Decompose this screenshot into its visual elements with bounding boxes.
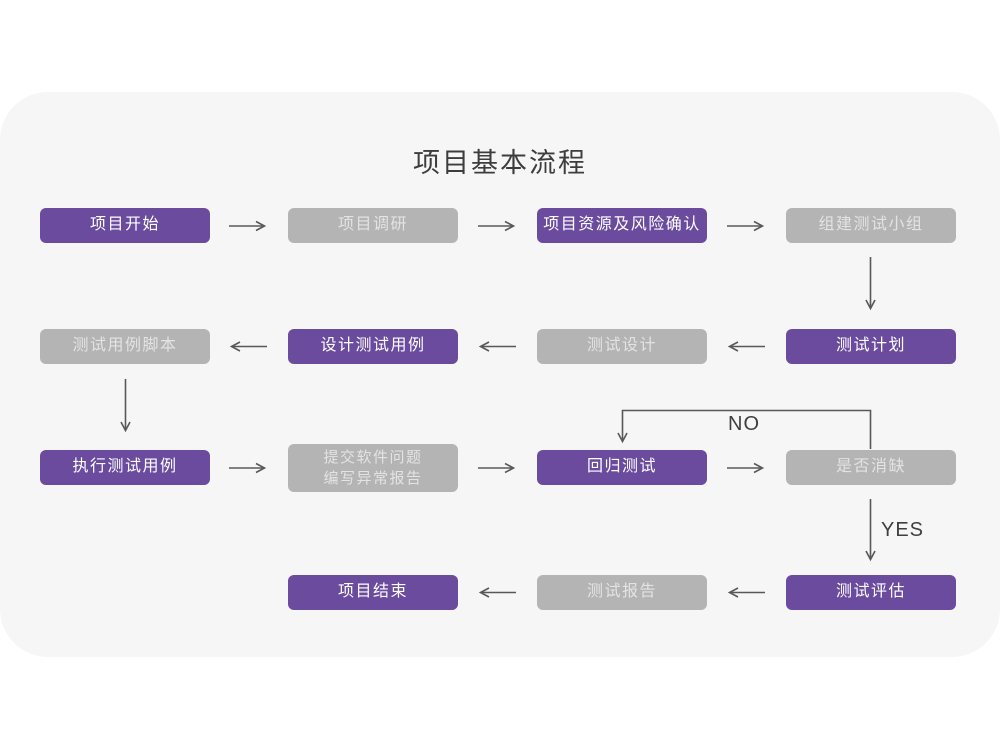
submit-issues-line-1: 提交软件问题 (323, 449, 423, 466)
branch-label-no: NO (728, 413, 760, 435)
branch-label-yes: YES (881, 519, 925, 541)
flow-node-execute-test-cases: 执行测试用例 (40, 450, 210, 485)
flow-node-project-survey: 项目调研 (288, 208, 458, 243)
flowchart-card (0, 92, 1000, 657)
flow-node-build-test-team: 组建测试小组 (786, 208, 956, 243)
flow-node-test-evaluation: 测试评估 (786, 575, 956, 610)
flow-node-project-end: 项目结束 (288, 575, 458, 610)
flow-node-submit-issues-report: 提交软件问题 编写异常报告 (288, 444, 458, 492)
flow-node-defect-cleared-check: 是否消缺 (786, 450, 956, 485)
submit-issues-line-2: 编写异常报告 (323, 470, 423, 487)
flowchart-title: 项目基本流程 (413, 148, 587, 178)
flow-node-resources-risk-confirm: 项目资源及风险确认 (537, 208, 707, 243)
flow-node-test-design: 测试设计 (537, 329, 707, 364)
flow-node-test-plan: 测试计划 (786, 329, 956, 364)
flow-node-test-case-scripts: 测试用例脚本 (40, 329, 210, 364)
flow-node-test-report: 测试报告 (537, 575, 707, 610)
flow-node-project-start: 项目开始 (40, 208, 210, 243)
flow-node-design-test-cases: 设计测试用例 (288, 329, 458, 364)
flow-node-regression-test: 回归测试 (537, 450, 707, 485)
